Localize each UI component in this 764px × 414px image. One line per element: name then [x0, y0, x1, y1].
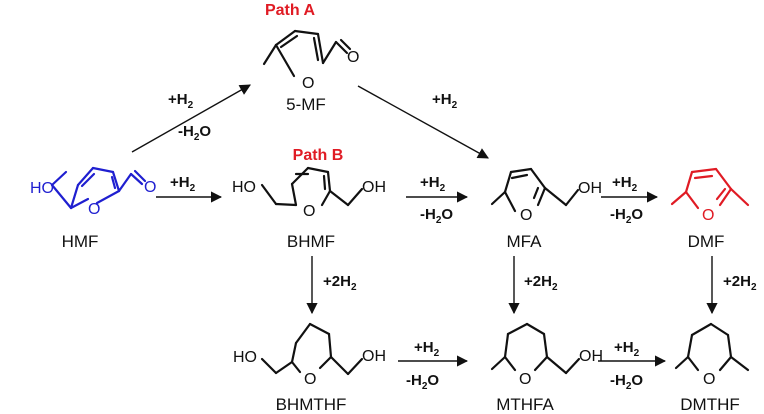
- cond-hmf-5mf-h2: +H2: [168, 91, 194, 111]
- hydroxyl-right-bhmthf: OH: [362, 348, 386, 365]
- oxygen-atom-mfa: O: [520, 207, 532, 224]
- structure-5mf: [262, 29, 352, 78]
- path-b-title: Path B: [293, 147, 344, 164]
- structure-bhmf: [260, 166, 364, 207]
- aldehyde-oxygen-hmf: O: [144, 179, 156, 196]
- oxygen-atom-bhmthf: O: [304, 371, 316, 388]
- label-hmf: HMF: [62, 232, 99, 251]
- cond-mthfa-dmthf-h2: +H2: [614, 339, 640, 359]
- hydroxyl-left-bhmf: HO: [232, 179, 256, 196]
- cond-mfa-mthfa-2h2: +2H2: [524, 273, 558, 293]
- cond-hmf-bhmf-h2: +H2: [170, 174, 196, 194]
- cond-dmf-dmthf-2h2: +2H2: [723, 273, 757, 293]
- cond-bhmf-mfa-h2: +H2: [420, 174, 446, 194]
- cond-mfa-dmf-water: -H2O: [610, 206, 643, 226]
- arrow-hmf-to-5mf: [131, 84, 251, 153]
- label-5mf: 5-MF: [286, 95, 326, 114]
- cond-5mf-mfa-h2: +H2: [432, 91, 458, 111]
- structure-bhmthf: [260, 322, 364, 376]
- label-mfa: MFA: [507, 232, 543, 251]
- structure-mfa: [490, 167, 580, 213]
- label-bhmf: BHMF: [287, 232, 335, 251]
- cond-bhmthf-mthfa-water: -H2O: [406, 372, 439, 392]
- structure-mthfa: [490, 322, 581, 375]
- aldehyde-oxygen-5mf: O: [347, 49, 359, 66]
- oxygen-atom-hmf: O: [88, 201, 100, 218]
- cond-mthfa-dmthf-water: -H2O: [610, 372, 643, 392]
- cond-bhmthf-mthfa-h2: +H2: [414, 339, 440, 359]
- oxygen-atom-bhmf: O: [303, 203, 315, 220]
- oxygen-atom-dmf: O: [702, 207, 714, 224]
- hydroxyl-right-bhmf: OH: [362, 179, 386, 196]
- oxygen-atom-5mf: O: [302, 75, 314, 92]
- arrow-5mf-to-mfa: [357, 85, 489, 159]
- cond-hmf-5mf-water: -H2O: [178, 123, 211, 143]
- label-mthfa: MTHFA: [496, 395, 554, 414]
- cond-bhmf-bhmthf-2h2: +2H2: [323, 273, 357, 293]
- hydroxyl-hmf: HO: [30, 180, 54, 197]
- hydroxyl-mfa: OH: [578, 180, 602, 197]
- oxygen-atom-dmthf: O: [703, 371, 715, 388]
- structure-dmthf: [674, 322, 750, 372]
- label-dmthf: DMTHF: [680, 395, 739, 414]
- hydroxyl-left-bhmthf: HO: [233, 349, 257, 366]
- label-bhmthf: BHMTHF: [276, 395, 347, 414]
- structure-dmf: [670, 167, 750, 210]
- oxygen-atom-mthfa: O: [519, 371, 531, 388]
- path-a-title: Path A: [265, 2, 316, 19]
- label-dmf: DMF: [688, 232, 725, 251]
- hydroxyl-mthfa: OH: [579, 348, 603, 365]
- cond-bhmf-mfa-water: -H2O: [420, 206, 453, 226]
- cond-mfa-dmf-h2: +H2: [612, 174, 638, 194]
- structure-hmf: [50, 166, 147, 210]
